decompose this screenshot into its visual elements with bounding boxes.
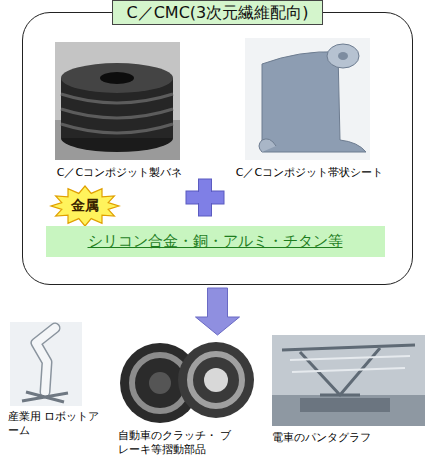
clutch-disc	[178, 342, 254, 418]
spring-top	[61, 63, 173, 93]
photo-caption: 自動車のクラッチ・ ブレーキ等摺動部品	[118, 429, 236, 458]
arm-outline	[36, 328, 55, 392]
sheet-photo	[245, 38, 370, 160]
group-title: C／CMC(3次元繊維配向)	[112, 0, 324, 25]
clutch-hub	[149, 372, 171, 394]
clutch-photo	[118, 338, 256, 426]
group-box: C／CMC(3次元繊維配向)C／Cコンポジット製バネC／Cコンポジット帯状シート…	[22, 12, 413, 285]
plus-fill	[187, 192, 223, 203]
photo-item: 電車のパンタグラフ	[272, 335, 425, 445]
sheet-curl	[259, 139, 276, 152]
spring-photo	[55, 42, 180, 160]
spring-groove	[61, 94, 173, 103]
photo-item: 産業用 ロボットアーム	[8, 322, 100, 439]
sheet-roll	[327, 44, 359, 68]
material-list: シリコン合金・銅・アルミ・チタン等	[50, 232, 381, 252]
photo-item: C／Cコンポジット製バネ	[40, 42, 200, 180]
arm-base	[22, 392, 68, 402]
arm-segment	[36, 328, 55, 392]
material-label: 金属	[71, 197, 99, 215]
clutch-hub	[204, 368, 228, 392]
photo-ground	[55, 42, 180, 160]
photo-item: C／Cコンポジット帯状シート	[222, 38, 398, 180]
spring-groove	[61, 109, 173, 118]
pantograph-base	[300, 398, 390, 412]
photo-caption: C／Cコンポジット製バネ	[40, 166, 200, 180]
block-arrow	[196, 288, 240, 335]
pantograph-frame	[282, 345, 415, 395]
spring-groove	[61, 124, 173, 133]
clutch-ring	[190, 354, 242, 406]
photo-ground	[245, 38, 370, 160]
photo-caption: C／Cコンポジット帯状シート	[222, 166, 398, 180]
plus-bar	[186, 191, 224, 204]
photo-ground	[10, 322, 82, 406]
pantograph-rail	[290, 356, 410, 372]
photo-item: 自動車のクラッチ・ ブレーキ等摺動部品	[118, 338, 258, 458]
star-burst	[51, 186, 119, 226]
robot-arm-photo	[10, 322, 82, 406]
spring-hole	[100, 72, 134, 84]
pantograph-photo	[272, 335, 425, 426]
photo-caption: 産業用 ロボットアーム	[8, 410, 100, 439]
photo-ground	[272, 395, 425, 426]
photo-ground	[118, 338, 256, 426]
plus-sign	[186, 179, 224, 216]
sheet-roll-core	[338, 52, 348, 60]
starburst-label: 金属	[55, 194, 115, 218]
photo-caption: 電車のパンタグラフ	[272, 431, 425, 445]
photo-ground	[272, 335, 425, 426]
material-band: シリコン合金・銅・アルミ・チタン等	[46, 226, 385, 258]
